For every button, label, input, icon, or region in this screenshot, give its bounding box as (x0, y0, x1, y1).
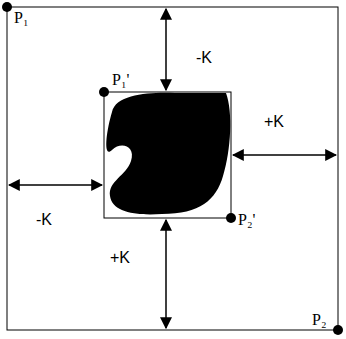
point-label: P₁' (112, 72, 129, 88)
object-blob (106, 93, 230, 215)
offset-arrow (165, 9, 167, 90)
corner-point (99, 87, 109, 97)
offset-label: +K (264, 114, 284, 130)
offset-arrow (233, 154, 336, 156)
offset-arrow (9, 184, 102, 186)
point-label: P₁ (14, 10, 28, 26)
offset-arrow (165, 220, 167, 328)
corner-point (226, 213, 236, 223)
corner-point (333, 325, 343, 335)
inner-box (104, 92, 231, 218)
offset-label: -K (36, 212, 52, 228)
point-label: P₂ (312, 312, 326, 328)
offset-label: +K (110, 250, 130, 266)
offset-label: -K (196, 50, 212, 66)
corner-point (2, 2, 12, 12)
outer-box (7, 7, 338, 330)
point-label: P₂' (238, 212, 255, 228)
